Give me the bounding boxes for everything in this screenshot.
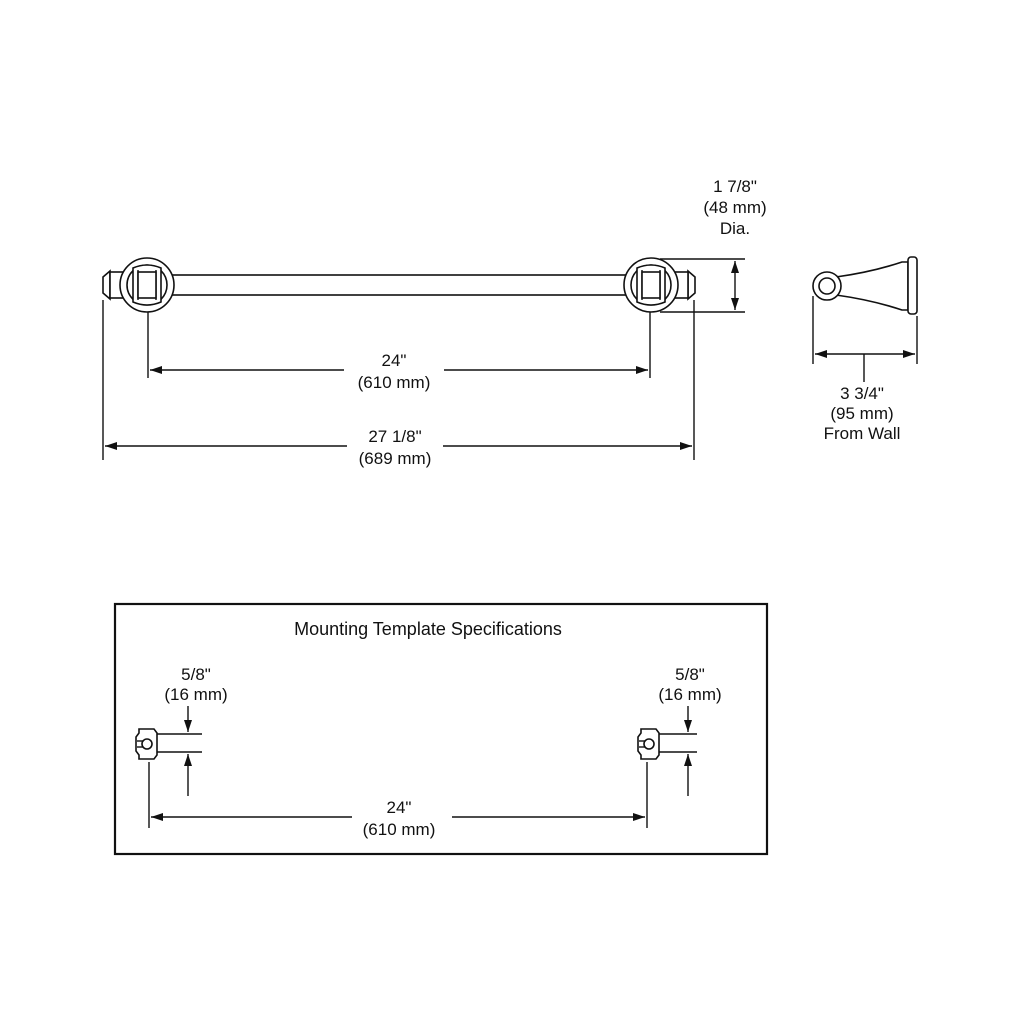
diameter-note: Dia. — [720, 219, 750, 238]
left-mounting-post — [102, 257, 175, 313]
projection-note: From Wall — [824, 424, 901, 443]
towel-bar-rod — [163, 274, 635, 296]
right-mounting-post — [623, 257, 696, 313]
template-frame — [113, 602, 769, 856]
right-mounting-bracket — [637, 728, 660, 760]
bar-length-dimension: 24" (610 mm) — [150, 351, 648, 392]
template-spacing-dimension: 24" (610 mm) — [151, 798, 645, 839]
overall-length-dimension: 27 1/8" (689 mm) — [105, 427, 692, 468]
left-offset-imperial: 5/8" — [181, 665, 211, 684]
template-title: Mounting Template Specifications — [294, 619, 562, 639]
diameter-dimension: 1 7/8" (48 mm) Dia. — [660, 177, 767, 313]
bar-length-metric: (610 mm) — [358, 373, 431, 392]
diameter-metric: (48 mm) — [703, 198, 766, 217]
side-profile — [812, 256, 918, 315]
bar-length-imperial: 24" — [382, 351, 407, 370]
front-view: 24" (610 mm) 27 1/8" (689 mm) 1 7/8" (48… — [102, 177, 767, 468]
right-offset-metric: (16 mm) — [658, 685, 721, 704]
overall-length-imperial: 27 1/8" — [368, 427, 421, 446]
right-offset-imperial: 5/8" — [675, 665, 705, 684]
mounting-template: Mounting Template Specifications 5/8" (1… — [113, 602, 769, 856]
diameter-imperial: 1 7/8" — [713, 177, 757, 196]
template-spacing-imperial: 24" — [387, 798, 412, 817]
projection-metric: (95 mm) — [830, 404, 893, 423]
projection-dimension: 3 3/4" (95 mm) From Wall — [815, 350, 915, 443]
left-offset-metric: (16 mm) — [164, 685, 227, 704]
overall-length-metric: (689 mm) — [359, 449, 432, 468]
side-view: 3 3/4" (95 mm) From Wall — [812, 256, 918, 443]
left-mounting-bracket — [135, 728, 158, 760]
template-spacing-metric: (610 mm) — [363, 820, 436, 839]
projection-imperial: 3 3/4" — [840, 384, 884, 403]
